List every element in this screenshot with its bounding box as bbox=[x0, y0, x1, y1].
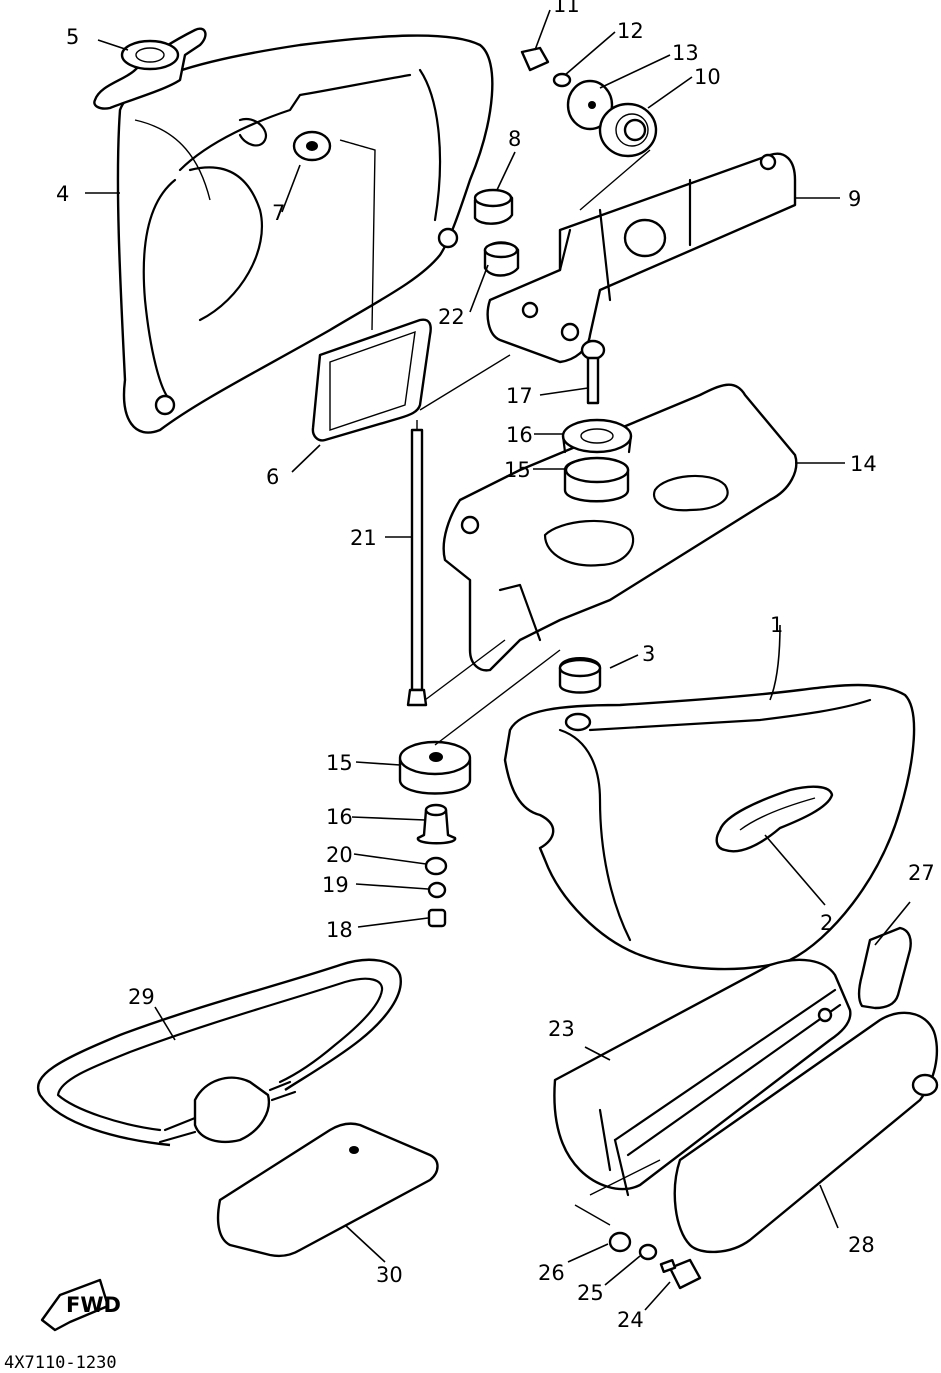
nut-part-19 bbox=[427, 908, 447, 928]
callout-1: 1 bbox=[770, 613, 783, 637]
grommet-part-8 bbox=[473, 188, 514, 225]
callout-19: 18 bbox=[326, 918, 353, 942]
callout-31: 30 bbox=[376, 1263, 403, 1287]
front-marker-label: FWD bbox=[66, 1293, 121, 1317]
callout-14: 14 bbox=[850, 452, 877, 476]
callout-5: 5 bbox=[66, 25, 79, 49]
damper-part-15-upper bbox=[563, 456, 630, 503]
leader-lines bbox=[85, 9, 911, 1311]
callout-30: 29 bbox=[128, 985, 155, 1009]
bracket-part-5 bbox=[93, 27, 207, 110]
side-cover-right-part-1 bbox=[503, 683, 916, 971]
callout-7: 7 bbox=[272, 201, 285, 225]
battery-tray-part-14 bbox=[442, 383, 798, 672]
cover-part-29 bbox=[673, 1011, 939, 1254]
callout-24: 23 bbox=[548, 1017, 575, 1041]
callout-6: 6 bbox=[266, 465, 279, 489]
washer-part-20 bbox=[427, 881, 447, 899]
grommet-part-3 bbox=[558, 657, 602, 694]
callout-10: 10 bbox=[694, 65, 721, 89]
callout-21: 20 bbox=[326, 843, 353, 867]
callout-16: 16 bbox=[326, 805, 353, 829]
screw-part-25 bbox=[659, 1258, 702, 1290]
rod-part-22 bbox=[406, 420, 428, 707]
tool-case-part-24 bbox=[553, 958, 852, 1197]
fuel-hose-part-30 bbox=[37, 958, 402, 1147]
callout-25: 24 bbox=[617, 1308, 644, 1332]
callout-29: 28 bbox=[848, 1233, 875, 1257]
callout-15-lower: 15 bbox=[326, 751, 353, 775]
plate-part-31 bbox=[216, 1122, 439, 1258]
upper-bracket-part-9 bbox=[486, 152, 797, 364]
callout-12: 12 bbox=[617, 19, 644, 43]
callout-3: 3 bbox=[642, 642, 655, 666]
emblem-plate-part-6 bbox=[311, 318, 432, 442]
rubber-part-17 bbox=[561, 418, 633, 454]
callout-11: 11 bbox=[553, 0, 580, 17]
callout-9: 9 bbox=[848, 187, 861, 211]
front-direction-marker: FWD bbox=[40, 1278, 121, 1332]
washer-part-27 bbox=[608, 1231, 632, 1253]
callout-17: 16 bbox=[506, 423, 533, 447]
fastener-stack-parts-10-13 bbox=[520, 46, 658, 158]
callout-15-upper: 15 bbox=[504, 458, 531, 482]
callout-labels: 5 4 7 6 11 12 13 10 8 9 22 17 16 15 14 2… bbox=[56, 0, 935, 1332]
side-cover-left bbox=[116, 34, 494, 434]
callout-20: 19 bbox=[322, 873, 349, 897]
grommet-part-7 bbox=[292, 130, 332, 162]
callout-28: 27 bbox=[908, 861, 935, 885]
callout-22: 21 bbox=[350, 526, 377, 550]
plate-part-28 bbox=[857, 926, 912, 1010]
callout-4: 4 bbox=[56, 182, 69, 206]
callout-18: 17 bbox=[506, 384, 533, 408]
callout-27: 26 bbox=[538, 1261, 565, 1285]
callout-26: 25 bbox=[577, 1281, 604, 1305]
washer-part-26 bbox=[638, 1243, 658, 1261]
drawing-code: 4X7110-1230 bbox=[4, 1353, 117, 1373]
callout-2: 2 bbox=[820, 911, 833, 935]
washer-part-21 bbox=[424, 856, 448, 876]
grommet-part-23 bbox=[483, 241, 520, 277]
damper-part-15-lower bbox=[398, 740, 472, 795]
collar-part-16 bbox=[416, 803, 457, 845]
callout-8: 8 bbox=[508, 127, 521, 151]
callout-23: 22 bbox=[438, 305, 465, 329]
bolt-part-18 bbox=[580, 339, 606, 405]
callout-13: 13 bbox=[672, 41, 699, 65]
